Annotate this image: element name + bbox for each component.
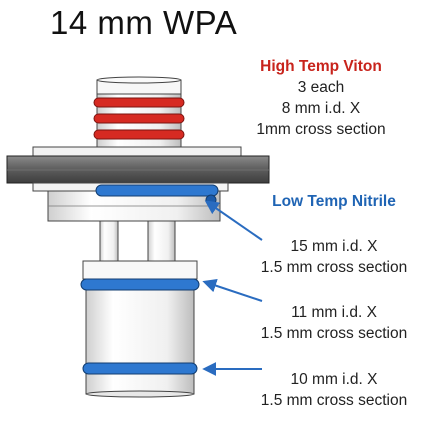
oring-10mm-id: 10 mm i.d. X [290,371,378,388]
oring-11mm-id: 11 mm i.d. X [291,304,377,321]
oring-15mm-id: 15 mm i.d. X [290,238,378,255]
page-title: 14 mm WPA [50,4,238,41]
oring-10mm-section: 1.5 mm cross section [260,392,408,409]
nitrile-o-rings-lower [80,278,200,375]
arrow-15mm [204,200,263,241]
low-temp-heading: Low Temp Nitrile [272,193,396,210]
high-temp-id: 8 mm i.d. X [281,100,361,117]
stem [99,220,176,262]
high-temp-label: High Temp Viton 3 each 8 mm i.d. X 1mm c… [240,56,402,140]
oring-15mm-label: 15 mm i.d. X 1.5 mm cross section [236,236,432,278]
flange [6,155,270,184]
lower-body [82,260,198,398]
high-temp-heading: High Temp Viton [260,58,382,75]
viton-o-rings [93,97,185,140]
oring-11mm-section: 1.5 mm cross section [260,325,408,342]
oring-11mm-label: 11 mm i.d. X 1.5 mm cross section [236,302,432,344]
high-temp-section: 1mm cross section [256,121,386,138]
arrow-11mm [202,278,263,302]
oring-10mm-label: 10 mm i.d. X 1.5 mm cross section [236,369,432,411]
oring-15mm-section: 1.5 mm cross section [260,259,408,276]
upper-collar [32,146,242,157]
high-temp-count: 3 each [297,79,345,96]
